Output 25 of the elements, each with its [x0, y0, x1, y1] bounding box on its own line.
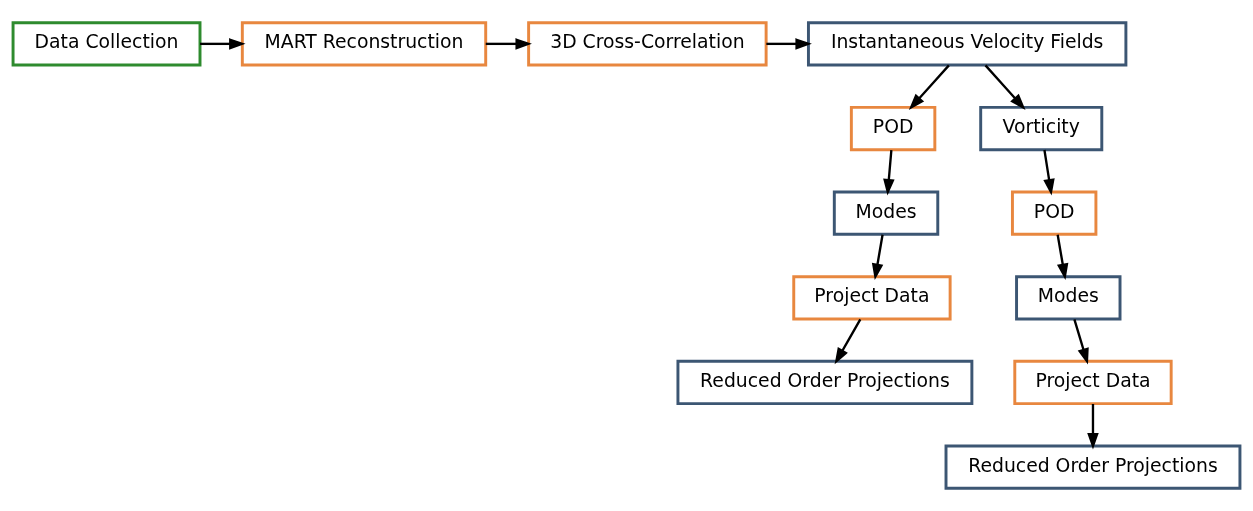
node-box: Reduced Order Projections — [944, 444, 1242, 490]
arrow — [984, 64, 1026, 110]
arrow — [200, 38, 246, 50]
node-box: MART Reconstruction — [240, 21, 488, 67]
node-box: Reduced Order Projections — [676, 359, 974, 406]
arrow — [834, 318, 862, 365]
arrow — [1043, 149, 1055, 196]
arrow — [871, 234, 884, 281]
arrow — [883, 149, 895, 196]
node-box: Modes — [1015, 275, 1122, 321]
arrow — [1087, 404, 1099, 450]
arrow — [1056, 234, 1069, 281]
node-box: Instantaneous Velocity Fields — [807, 21, 1128, 67]
node-box: Modes — [832, 190, 940, 236]
node-box: Vorticity — [979, 105, 1104, 152]
arrow — [766, 38, 812, 50]
arrow — [908, 64, 950, 110]
arrow — [485, 38, 532, 50]
node-box: 3D Cross-Correlation — [527, 21, 768, 67]
node-box: Project Data — [792, 275, 952, 321]
node-box: Data Collection — [11, 21, 202, 67]
arrow — [1073, 319, 1089, 365]
node-box: POD — [1010, 190, 1098, 236]
node-box: Project Data — [1013, 359, 1173, 406]
node-box: POD — [849, 105, 937, 152]
